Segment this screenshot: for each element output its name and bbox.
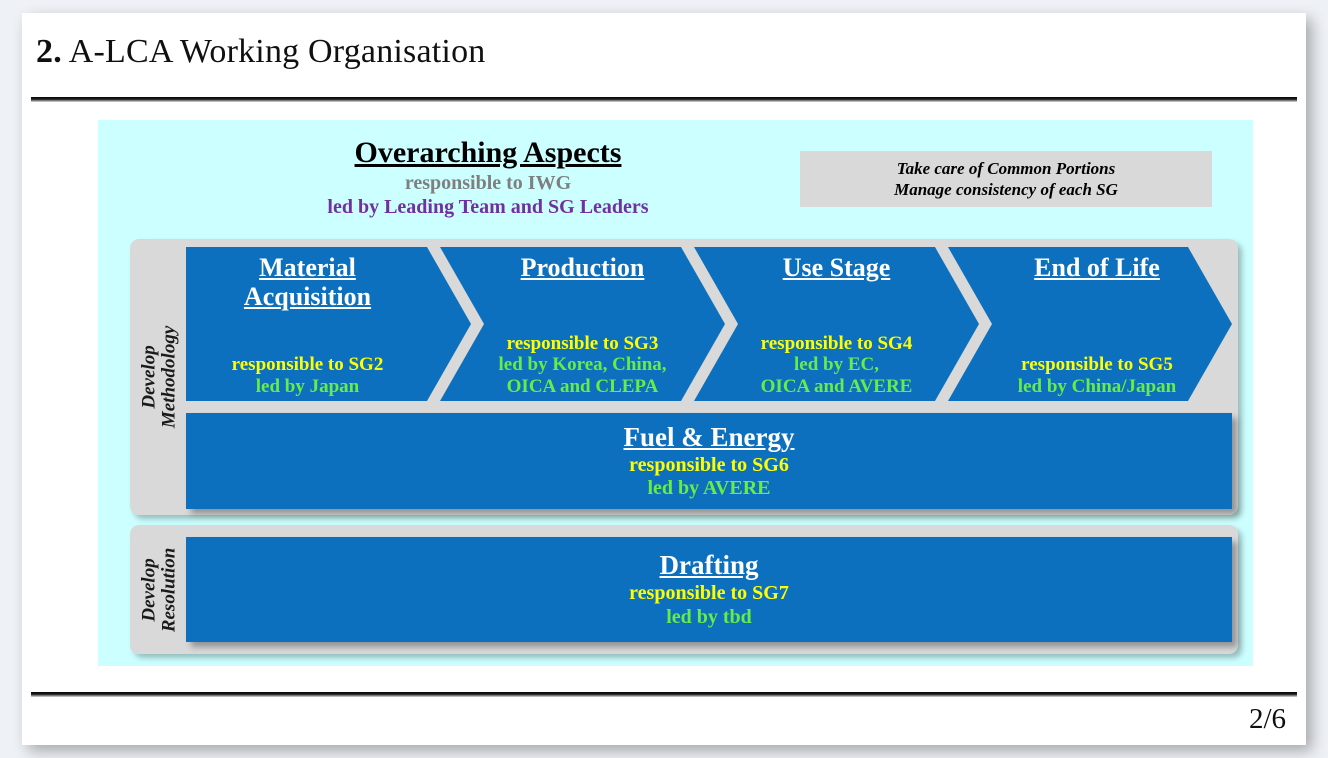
bar-drafting[interactable]: Drafting responsible to SG7 led by tbd	[186, 537, 1232, 642]
slide-header: 2. A-LCA Working Organisation	[22, 13, 1306, 97]
chevron-led-by-line-1: led by China/Japan	[1017, 375, 1177, 397]
chevron-subtext: responsible to SG3 led by Korea, China, …	[498, 333, 666, 397]
bar-led-by: led by tbd	[666, 605, 752, 628]
chevron-title-line-1: End of Life	[1034, 253, 1160, 282]
panel-develop-resolution: Develop Resolution Drafting responsible …	[130, 525, 1238, 654]
chevron-title-line-1: Production	[520, 253, 645, 282]
page-number: 2/6	[1248, 703, 1286, 735]
chevron-title: End of Life	[1034, 253, 1160, 282]
side-label-line-2: Resolution	[158, 547, 180, 632]
chevron-end-of-life[interactable]: End of Life responsible to SG5 led by Ch…	[948, 247, 1232, 401]
bar-title: Fuel & Energy	[623, 421, 795, 452]
side-label-line-1: Develop	[138, 345, 160, 409]
panel-develop-methodology: Develop Methodology Material Acquisition…	[130, 239, 1238, 515]
side-label-develop-methodology: Develop Methodology	[130, 239, 188, 515]
note-box: Take care of Common Portions Manage cons…	[800, 151, 1212, 207]
title-label: A-LCA Working Organisation	[68, 33, 486, 70]
chevron-responsible: responsible to SG2	[231, 354, 384, 376]
chevron-responsible: responsible to SG5	[1021, 354, 1173, 376]
title-divider	[31, 97, 1297, 102]
chevron-title-line-2: Acquisition	[243, 282, 372, 312]
chevron-subtext: responsible to SG2 led by Japan	[232, 354, 384, 397]
bar-responsible: responsible to SG6	[629, 453, 789, 476]
overarching-led-by: led by Leading Team and SG Leaders	[327, 195, 649, 218]
chevron-title: Production	[521, 253, 645, 282]
chevron-subtext: responsible to SG5 led by China/Japan	[1018, 354, 1176, 397]
diagram-canvas: Overarching Aspects responsible to IWG l…	[98, 120, 1253, 666]
chevron-title-line-1: Use Stage	[782, 253, 891, 282]
bar-responsible: responsible to SG7	[629, 582, 789, 605]
chevron-responsible: responsible to SG3	[506, 332, 659, 354]
side-label-line-1: Develop	[138, 557, 160, 622]
note-line-2: Manage consistency of each SG	[894, 180, 1118, 199]
page-title: 2. A-LCA Working Organisation	[36, 33, 485, 71]
overarching-responsible: responsible to IWG	[404, 172, 572, 195]
chevron-title: Material Acquisition	[244, 253, 371, 311]
chevron-led-by-line-1: led by EC,	[794, 354, 879, 376]
note-line-1: Take care of Common Portions	[896, 158, 1116, 178]
chevron-responsible: responsible to SG4	[760, 332, 913, 354]
chevron-use-stage[interactable]: Use Stage responsible to SG4 led by EC, …	[694, 247, 979, 401]
bar-fuel-and-energy[interactable]: Fuel & Energy responsible to SG6 led by …	[186, 413, 1232, 509]
chevron-led-by-line-1: led by Japan	[255, 375, 360, 397]
overarching-title: Overarching Aspects	[354, 136, 622, 169]
bar-title: Drafting	[659, 550, 759, 581]
chevron-material-acquisition[interactable]: Material Acquisition responsible to SG2 …	[186, 247, 471, 401]
chevron-led-by-line-2: OICA and CLEPA	[506, 375, 659, 397]
side-label-line-2: Methodology	[158, 325, 180, 429]
slide-page: 2. A-LCA Working Organisation Overarchin…	[22, 13, 1306, 745]
overarching-aspects-block: Overarching Aspects responsible to IWG l…	[188, 136, 788, 219]
footer-divider	[31, 692, 1297, 697]
title-number: 2.	[36, 33, 62, 70]
chevron-subtext: responsible to SG4 led by EC, OICA and A…	[761, 333, 913, 397]
chevron-production[interactable]: Production responsible to SG3 led by Kor…	[440, 247, 725, 401]
bar-led-by: led by AVERE	[647, 477, 771, 500]
side-label-develop-resolution: Develop Resolution	[130, 525, 188, 654]
chevron-led-by-line-1: led by Korea, China,	[498, 354, 667, 376]
chevron-title: Use Stage	[783, 253, 891, 282]
chevron-row: Material Acquisition responsible to SG2 …	[186, 247, 1232, 401]
chevron-led-by-line-2: OICA and AVERE	[760, 375, 913, 397]
chevron-title-line-1: Material	[259, 253, 356, 282]
